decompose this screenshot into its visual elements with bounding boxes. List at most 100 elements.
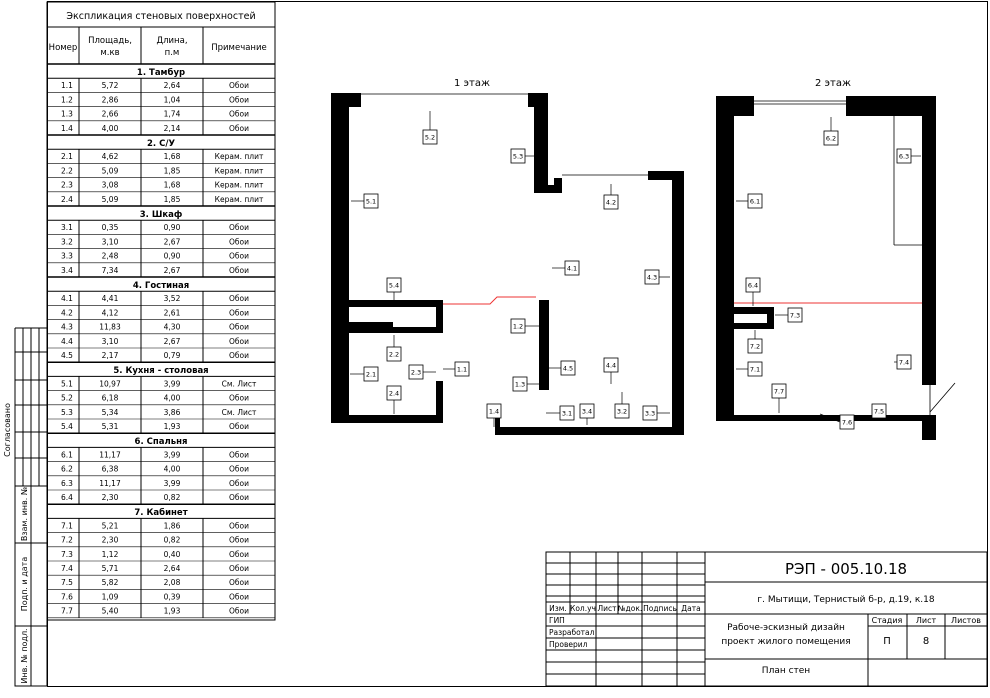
- wall-label-4-1: 4.1: [564, 260, 580, 276]
- table-cell: Обои: [229, 465, 249, 474]
- wall-label-text: 5.4: [389, 282, 399, 290]
- table-cell: Обои: [229, 308, 249, 317]
- table-cell: 4,41: [102, 294, 119, 303]
- wall-label-text: 1.1: [457, 366, 467, 374]
- agreed-label: Согласовано: [3, 403, 12, 457]
- title-block: [545, 551, 988, 687]
- table-header-1: Площадь,: [88, 36, 132, 46]
- stamp-col-3: №док.: [618, 604, 643, 613]
- table-cell: 5.2: [61, 394, 73, 403]
- table-cell: 1.1: [61, 81, 73, 90]
- table-cell: 1,85: [164, 166, 181, 175]
- table-cell: 5,31: [102, 422, 119, 431]
- wall-label-text: 5.2: [425, 134, 435, 142]
- wall-label-text: 1.3: [515, 381, 525, 389]
- wall-label-text: 2.3: [411, 369, 421, 377]
- table-title: Экспликация стеновых поверхностей: [66, 11, 255, 22]
- table-cell: 1,93: [164, 607, 181, 616]
- wall-label-text: 2.1: [366, 371, 376, 379]
- table-header-3: Примечание: [211, 43, 267, 53]
- wall-label-text: 3.3: [645, 410, 655, 418]
- wall-label-7-3: 7.3: [787, 307, 803, 323]
- wall-label-text: 7.3: [790, 312, 800, 320]
- table-cell: 6.2: [61, 465, 73, 474]
- table-cell: 3,08: [102, 181, 119, 190]
- wall-label-text: 6.2: [826, 135, 836, 143]
- table-cell: 11,17: [99, 450, 121, 459]
- table-cell: 7.4: [61, 564, 73, 573]
- table-cell: 3,86: [164, 408, 181, 417]
- role-1: Разработал: [549, 628, 595, 637]
- table-cell: 5,72: [102, 81, 119, 90]
- table-cell: Обои: [229, 536, 249, 545]
- table-header-1: м.кв: [100, 48, 119, 58]
- table-cell: 2,67: [164, 237, 181, 246]
- wall-label-2-4: 2.4: [386, 385, 402, 401]
- table-cell: Обои: [229, 607, 249, 616]
- table-cell: 4.3: [61, 323, 73, 332]
- table-cell: 1,04: [164, 95, 181, 104]
- table-cell: 5,71: [102, 564, 119, 573]
- table-cell: Обои: [229, 110, 249, 119]
- table-cell: 5.4: [61, 422, 73, 431]
- floor1-plan: [331, 93, 684, 435]
- table-cell: 2,67: [164, 337, 181, 346]
- wall-label-text: 3.1: [562, 410, 572, 418]
- role-0: ГИП: [549, 616, 565, 625]
- wall-label-2-3: 2.3: [408, 364, 424, 380]
- wall-label-text: 5.1: [366, 198, 376, 206]
- table-cell: 3,10: [102, 237, 119, 246]
- wall-label-text: 5.3: [513, 153, 523, 161]
- table-cell: 4.5: [61, 351, 73, 360]
- table-cell: 5,34: [102, 408, 119, 417]
- table-cell: Обои: [229, 323, 249, 332]
- wall-label-text: 6.4: [748, 282, 758, 290]
- stamp-col-0: Изм.: [549, 604, 567, 613]
- wall-label-text: 3.4: [582, 408, 592, 416]
- table-cell: 5.1: [61, 379, 73, 388]
- wall-label-7-2: 7.2: [747, 338, 763, 354]
- table-cell: 2,17: [102, 351, 119, 360]
- table-cell: Обои: [229, 266, 249, 275]
- wall-label-text: 7.6: [842, 419, 852, 427]
- table-cell: 2,86: [102, 95, 119, 104]
- wall-label-7-5: 7.5: [871, 403, 887, 419]
- floor2-title: 2 этаж: [815, 78, 851, 89]
- wall-label-5-2: 5.2: [422, 129, 438, 145]
- table-cell: 1,93: [164, 422, 181, 431]
- wall-label-5-3: 5.3: [510, 148, 526, 164]
- table-cell: 1.3: [61, 110, 73, 119]
- table-cell: 3,10: [102, 337, 119, 346]
- section-title: 4. Гостиная: [133, 281, 189, 291]
- table-cell: 1,68: [164, 152, 181, 161]
- wall-label-6-1: 6.1: [747, 193, 763, 209]
- table-cell: 1,09: [102, 592, 119, 601]
- table-cell: 0,82: [164, 493, 181, 502]
- table-cell: 2,30: [102, 493, 119, 502]
- table-cell: Обои: [229, 237, 249, 246]
- table-cell: 4,00: [164, 394, 181, 403]
- wall-label-7-1: 7.1: [747, 361, 763, 377]
- sheet-label: Лист: [916, 616, 937, 625]
- table-cell: 6.4: [61, 493, 73, 502]
- table-cell: Обои: [229, 252, 249, 261]
- margin-field-2: Инв. № подл.: [20, 628, 29, 683]
- table-cell: 5,21: [102, 521, 119, 530]
- table-cell: 3,99: [164, 479, 181, 488]
- table-cell: Обои: [229, 479, 249, 488]
- table-cell: Керам. плит: [215, 166, 264, 175]
- table-cell: Обои: [229, 394, 249, 403]
- sheet-value: 8: [923, 636, 929, 647]
- table-cell: Обои: [229, 592, 249, 601]
- table-header-0: Номер: [49, 43, 78, 53]
- sheets-label: Листов: [951, 616, 981, 625]
- table-cell: См. Лист: [222, 379, 257, 388]
- table-cell: 1.4: [61, 124, 73, 133]
- wall-label-3-1: 3.1: [559, 405, 575, 421]
- wall-label-5-1: 5.1: [363, 193, 379, 209]
- table-cell: 4.1: [61, 294, 73, 303]
- table-cell: 7.3: [61, 550, 73, 559]
- table-cell: 11,83: [99, 323, 121, 332]
